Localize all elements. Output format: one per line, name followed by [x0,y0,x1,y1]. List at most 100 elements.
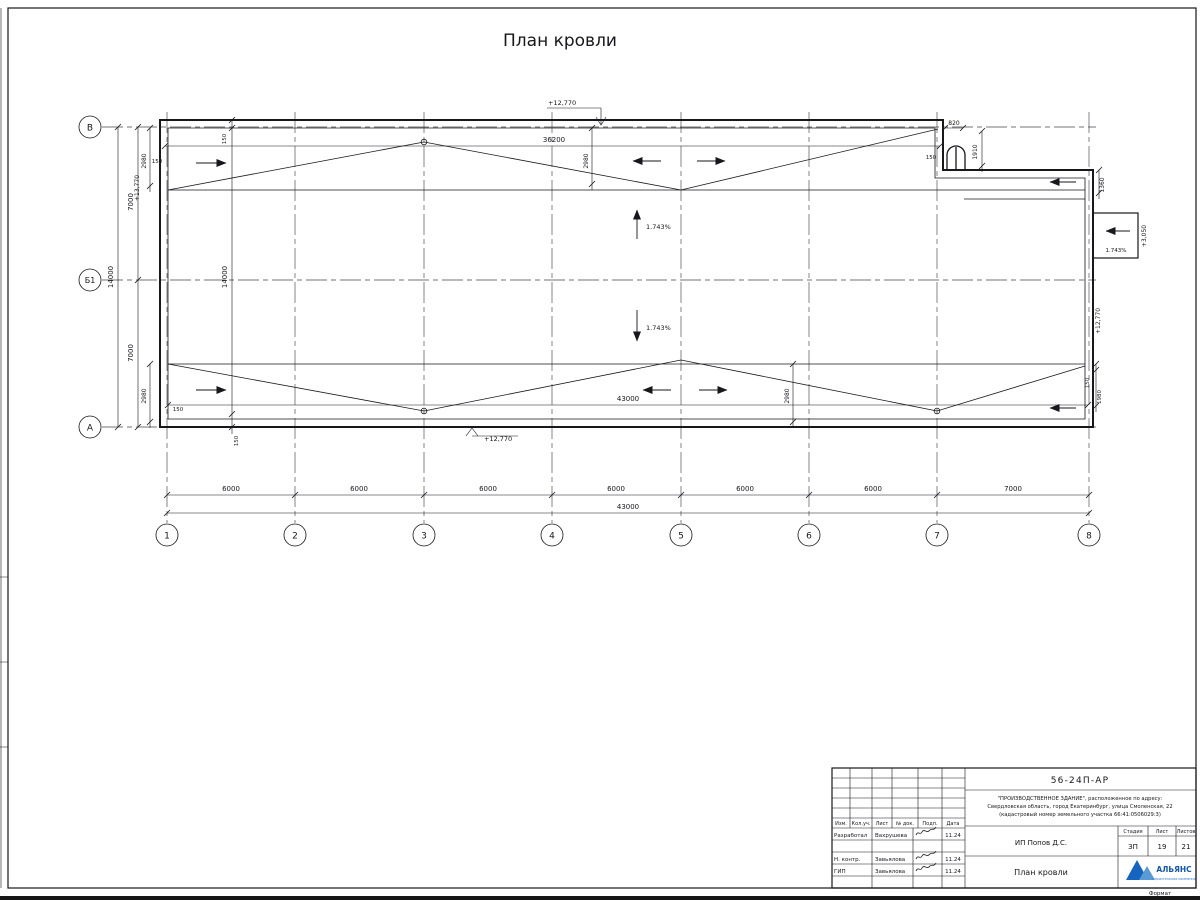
axis-circle [283,523,307,547]
axis-circle [155,523,179,547]
axis-label: 7 [934,532,940,542]
dim-band: 2980 [141,153,148,168]
company-logo: АЛЬЯНС строительная компания [1126,860,1196,881]
title-block: 56-24П-АР "ПРОИЗВОДСТВЕННОЕ ЗДАНИЕ", рас… [831,767,1197,889]
roof-plan [159,119,1139,428]
sheet-value: 19 [1158,843,1167,851]
drain-line-bottom [167,359,1086,412]
date-value: 11.24 [945,833,961,839]
axis-label: 1 [164,532,170,542]
sheet-title: План кровли [1014,868,1068,877]
slope-label: 1.743% [646,324,671,332]
axis-label: 8 [1086,532,1092,542]
sheet-frame [0,7,1197,889]
dimension-texts: 36200 +12,770 2980 2980 +13,770 150 150 … [107,99,1148,511]
project-name-line: "ПРОИЗВОДСТВЕННОЕ ЗДАНИЕ", расположенное… [998,796,1163,802]
axis-label: Б1 [85,276,96,285]
dim-total-width: 43000 [617,503,639,511]
person-name: Завьялова [875,869,905,875]
dim-step-width: 820 [948,120,960,127]
dim-span: 6000 [222,485,240,493]
col-header: № док. [896,821,914,827]
dim-half-height: 7000 [127,193,135,211]
axis-label: А [87,424,94,434]
parapet-inner-line [167,127,1086,420]
ridge-lines [168,189,1085,365]
elevation-platform: +3,050 [1141,225,1148,247]
dim-span: 6000 [607,485,625,493]
dim-span: 6000 [736,485,754,493]
axis-circle [1077,523,1101,547]
drain-line-top [167,128,939,191]
page-title: План кровли [503,31,617,51]
col-header: Дата [947,821,960,827]
slope-label: 1.743% [646,223,671,231]
elevation-mark-icon [465,107,607,437]
role-label: Н. контр. [834,857,861,863]
roof-hatch-icon [946,145,966,169]
col-header: Подп. [922,821,938,827]
col-header: Лист [876,821,889,827]
person-name: Завьялова [875,857,905,863]
dim-band: 2980 [141,388,148,403]
axis-circle [925,523,949,547]
axis-markers: В Б1 А 1 2 3 4 5 6 7 8 [78,115,1101,547]
axis-circle [412,523,436,547]
date-value: 11.24 [945,869,961,875]
elevation-roof: +12,770 [1095,308,1102,334]
signature [915,850,937,860]
axis-label: В [87,124,93,134]
axis-circle [78,268,102,292]
dimension-line-set [117,120,1100,514]
dim-full-height: 14000 [107,266,115,288]
dim-span: 6000 [864,485,882,493]
dim-parapet: 150 [234,435,240,446]
elevation-roof: +12,770 [484,435,512,443]
dim-full-height: 14000 [221,266,229,288]
dim-parapet: 150 [926,155,937,161]
dimension-ticks [114,116,1103,517]
axis-circle [78,415,102,439]
col-header: Изм. [835,821,847,827]
dim-step-height: 1910 [972,144,979,159]
col-header: Кол.уч. [852,821,871,827]
sheets-value: 21 [1182,843,1191,851]
axis-label: 2 [292,532,298,542]
dim-parapet: 150 [173,407,184,413]
logo-text: АЛЬЯНС [1156,865,1192,874]
dim-top-width: 36200 [543,136,565,144]
axis-grid-lines [102,112,1096,523]
dim-band: 2980 [583,153,590,168]
frame-border [7,7,1197,889]
dim-parapet: 150 [152,159,163,165]
axis-label: 5 [678,532,684,542]
logo-triangle-icon [1139,866,1155,880]
building-outline [159,119,1094,428]
client-name: ИП Попов Д.С. [1015,839,1067,847]
project-address-line: Свердловская область, город Екатеринбург… [987,804,1172,810]
slope-arrows [196,157,1130,412]
sheets-label: Листов [1177,829,1196,835]
date-value: 11.24 [945,857,961,863]
bottom-bar [0,896,1200,900]
stage-label: Стадия [1123,829,1142,835]
axis-circle [78,115,102,139]
stage-value: ЗП [1128,843,1138,851]
dim-parapet: 150 [222,133,228,144]
dim-half-height: 7000 [127,344,135,362]
roof-drain-icon [420,138,428,146]
roof-drain-icon [420,407,428,415]
elevation-high: +13,770 [134,175,141,201]
dim-notch-band: 1360 [1099,177,1106,192]
margin-strip [0,8,8,888]
axis-label: 3 [421,532,427,542]
dim-parapet: 150 [1085,377,1091,388]
role-label: Разработал [834,833,868,839]
doc-number: 56-24П-АР [1051,776,1110,786]
dim-span: 6000 [479,485,497,493]
roof-drain-icon [933,407,941,415]
title-block-grid [832,768,1196,888]
signature [915,862,937,872]
slope-label: 1.743% [1106,248,1127,254]
